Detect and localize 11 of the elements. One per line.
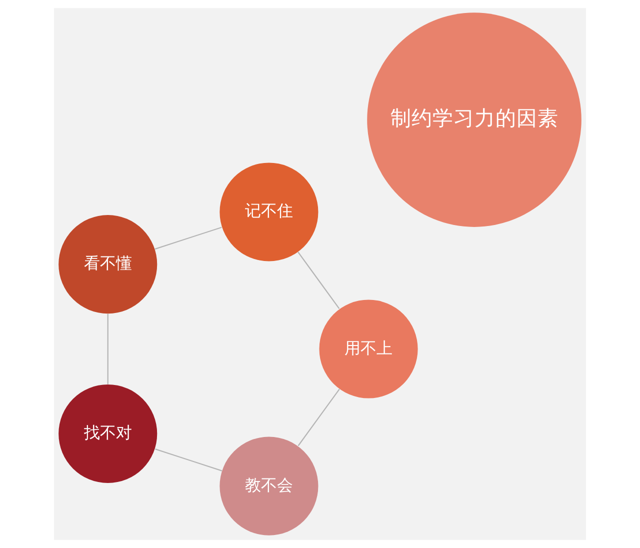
- node-circle: 制约学习力的因素: [367, 12, 582, 227]
- node-circle: 记不住: [220, 162, 318, 262]
- connector: [155, 448, 222, 472]
- connector: [154, 226, 222, 250]
- node-circle: 看不懂: [58, 215, 158, 314]
- connector: [298, 252, 340, 310]
- node-circle: 用不上: [319, 300, 418, 398]
- connector: [107, 314, 108, 384]
- connector: [298, 388, 340, 446]
- node-circle: 找不对: [58, 384, 158, 483]
- node-circle: 教不会: [220, 436, 318, 536]
